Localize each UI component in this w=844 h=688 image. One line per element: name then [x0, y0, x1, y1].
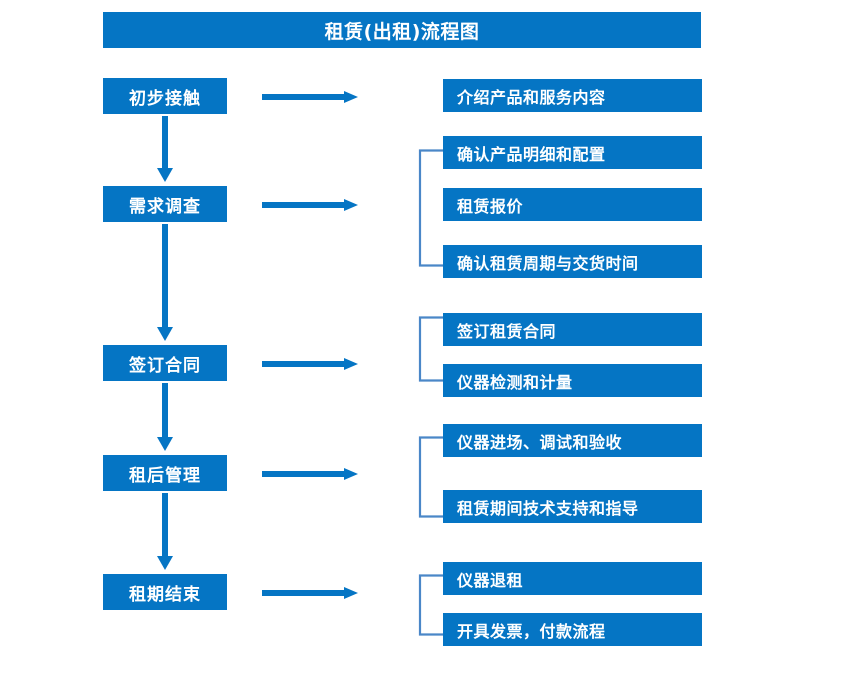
detail-box-7[interactable]: 仪器进场、调试和验收 — [443, 424, 702, 457]
detail-box-9[interactable]: 仪器退租 — [443, 562, 702, 595]
detail-box-5[interactable]: 签订租赁合同 — [443, 313, 702, 346]
right-arrow-icon-5 — [262, 585, 358, 599]
group-bracket-icon-1 — [418, 149, 444, 267]
detail-box-10[interactable]: 开具发票，付款流程 — [443, 613, 702, 646]
right-arrow-icon-4 — [262, 466, 358, 480]
detail-box-3[interactable]: 租赁报价 — [443, 188, 702, 221]
stage-box-4[interactable]: 租后管理 — [103, 455, 227, 491]
right-arrow-icon-1 — [262, 89, 358, 103]
right-arrow-icon-2 — [262, 197, 358, 211]
down-arrow-icon-1 — [155, 116, 175, 184]
detail-box-2[interactable]: 确认产品明细和配置 — [443, 136, 702, 169]
group-bracket-icon-3 — [418, 436, 444, 518]
down-arrow-icon-2 — [155, 224, 175, 343]
right-arrow-icon-3 — [262, 356, 358, 370]
detail-box-6[interactable]: 仪器检测和计量 — [443, 364, 702, 397]
group-bracket-icon-4 — [418, 574, 444, 636]
stage-box-5[interactable]: 租期结束 — [103, 574, 227, 610]
detail-box-1[interactable]: 介绍产品和服务内容 — [443, 79, 702, 112]
page-title: 租赁(出租)流程图 — [103, 12, 701, 48]
detail-box-4[interactable]: 确认租赁周期与交货时间 — [443, 245, 702, 278]
stage-box-3[interactable]: 签订合同 — [103, 345, 227, 381]
stage-box-1[interactable]: 初步接触 — [103, 78, 227, 114]
group-bracket-icon-2 — [418, 316, 444, 382]
down-arrow-icon-4 — [155, 493, 175, 572]
down-arrow-icon-3 — [155, 383, 175, 453]
detail-box-8[interactable]: 租赁期间技术支持和指导 — [443, 490, 702, 523]
stage-box-2[interactable]: 需求调查 — [103, 186, 227, 222]
